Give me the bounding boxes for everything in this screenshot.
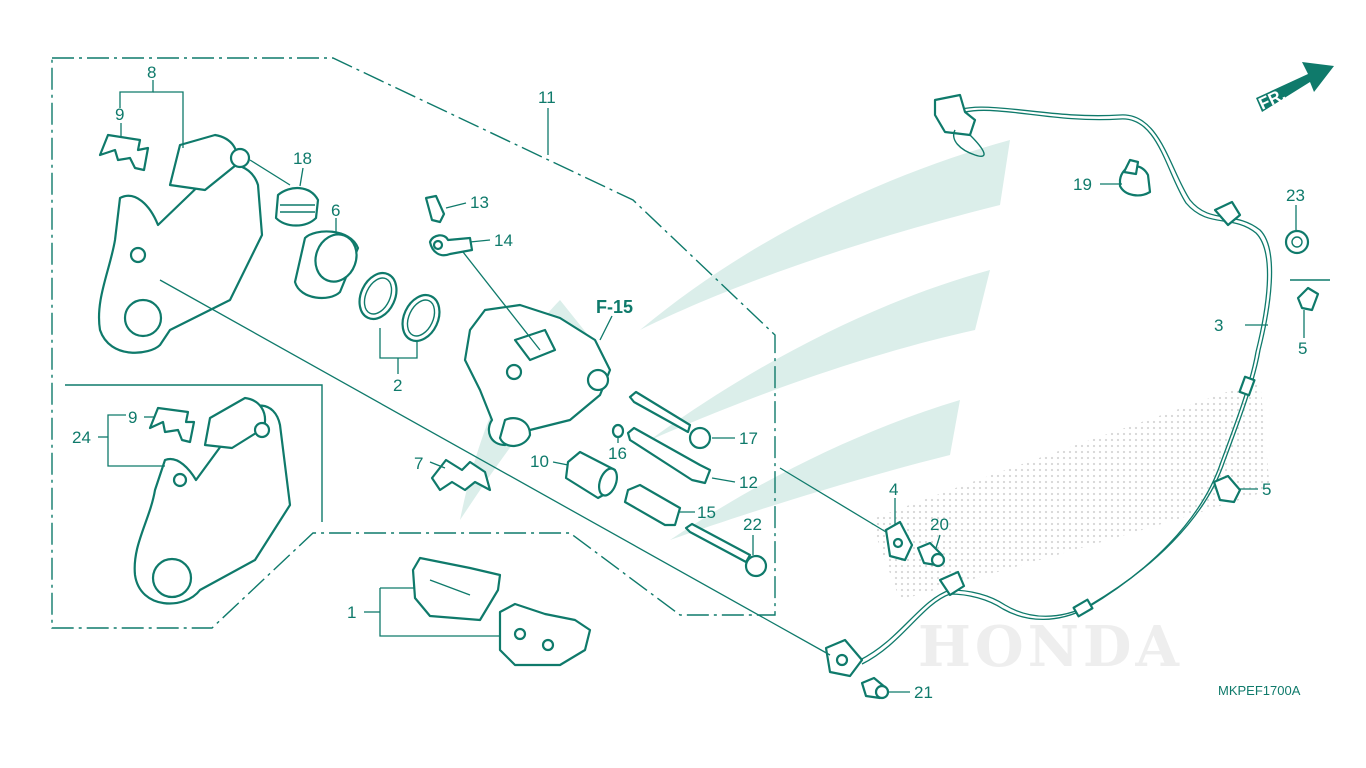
watermark-text: HONDA (918, 614, 1183, 680)
front-direction-arrow: FR. (1256, 62, 1334, 114)
diagram-code: MKPEF1700A (1218, 683, 1301, 698)
dust-boot[interactable] (274, 187, 320, 227)
pin-bolt-long[interactable] (684, 522, 768, 578)
assembly-outline-11 (51, 57, 776, 629)
pad-spring-clip-lower[interactable] (148, 406, 196, 444)
pin-sleeve[interactable] (623, 483, 682, 527)
callout-21: 21 (914, 683, 933, 702)
callout-10: 10 (530, 452, 549, 471)
cable-guide-upper[interactable] (1296, 286, 1320, 312)
callout-15: 15 (697, 503, 716, 522)
callout-9-lower: 9 (128, 408, 137, 427)
callout-18: 18 (293, 149, 312, 168)
sensor-bracket[interactable] (884, 520, 914, 562)
speed-sensor-harness[interactable] (859, 93, 1273, 665)
callout-2: 2 (393, 376, 402, 395)
bleeder-screw[interactable] (424, 194, 446, 224)
bolt-sensor-bracket[interactable] (916, 541, 946, 568)
caliper-piston[interactable] (293, 229, 363, 300)
caliper-bracket-alt[interactable] (133, 396, 292, 605)
speed-sensor[interactable] (824, 638, 864, 678)
pin-boot[interactable] (564, 450, 620, 500)
leader-lines (98, 80, 1305, 693)
harness-clip[interactable] (1284, 229, 1310, 255)
callout-labels: 1 2 3 4 5 5 6 7 8 9 9 10 11 12 13 14 15 … (72, 63, 1307, 702)
assembly-outline-24 (65, 384, 323, 522)
caliper-bracket[interactable] (97, 133, 264, 354)
callout-11: 11 (538, 88, 556, 107)
dust-seal[interactable] (395, 289, 446, 347)
pad-spring-clip[interactable] (98, 133, 150, 172)
callout-6: 6 (331, 201, 340, 220)
caliper-pin-screw[interactable] (626, 426, 712, 485)
harness-clamp[interactable] (1118, 158, 1152, 197)
piston-seal[interactable] (352, 267, 403, 325)
callout-14: 14 (494, 231, 513, 250)
pad-spring[interactable] (430, 458, 492, 492)
callout-1: 1 (347, 603, 356, 622)
brake-pad-set[interactable] (411, 556, 592, 667)
bolt-speed-sensor[interactable] (860, 676, 890, 700)
callout-23: 23 (1286, 186, 1305, 205)
callout-19: 19 (1073, 175, 1092, 194)
bleeder-cap[interactable] (428, 234, 474, 257)
callout-12: 12 (739, 473, 758, 492)
watermark-dots (870, 380, 1270, 600)
callout-9: 9 (115, 105, 124, 124)
callout-8: 8 (147, 63, 156, 82)
washer[interactable] (611, 423, 625, 439)
callout-13: 13 (470, 193, 489, 212)
cable-guide-lower[interactable] (1212, 474, 1242, 504)
callout-22: 22 (743, 515, 762, 534)
callout-20: 20 (930, 515, 949, 534)
callout-5: 5 (1298, 339, 1307, 358)
callout-24: 24 (72, 428, 91, 447)
callout-16: 16 (608, 444, 627, 463)
reference-label[interactable]: F-15 (596, 297, 633, 317)
callout-3: 3 (1214, 316, 1223, 335)
caliper-body[interactable] (463, 303, 612, 447)
callout-4: 4 (889, 480, 898, 499)
pin-bolt[interactable] (628, 390, 712, 450)
callout-7: 7 (414, 454, 423, 473)
callout-5-lower: 5 (1262, 480, 1271, 499)
callout-17: 17 (739, 429, 758, 448)
